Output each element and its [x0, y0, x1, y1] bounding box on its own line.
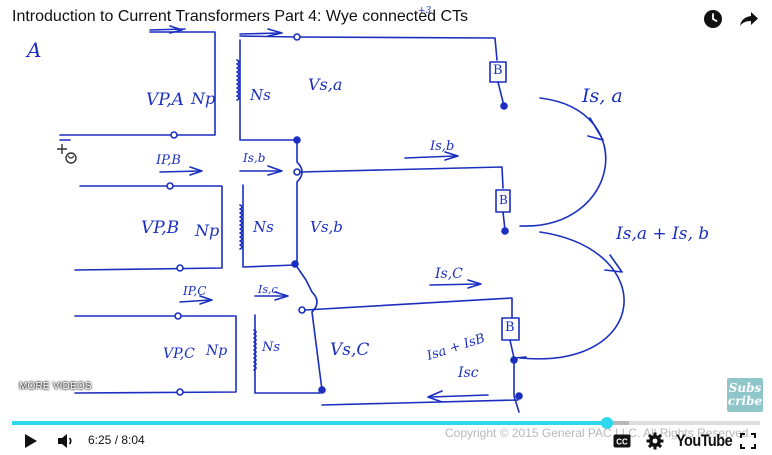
- cc-icon: CC: [613, 434, 631, 448]
- label-vpc: VP,C: [163, 346, 195, 362]
- ct-coil-b: [239, 204, 243, 250]
- label-isb: Is,b: [430, 139, 455, 154]
- ct-coil-a: [236, 59, 240, 101]
- label-np-b: Np: [195, 221, 220, 240]
- label-np-c: Np: [206, 343, 228, 359]
- label-ns-a: Ns: [250, 86, 271, 104]
- duration: 8:04: [121, 433, 145, 447]
- subscribe-line2: cribe: [727, 394, 763, 408]
- label-ta1: +3: [418, 6, 432, 16]
- scrubber-handle[interactable]: [600, 417, 613, 429]
- label-vpa: VP,A: [146, 90, 184, 110]
- label-isb-small: Is,b: [243, 151, 266, 165]
- video-title[interactable]: Introduction to Current Transformers Par…: [12, 8, 469, 25]
- label-vsb: Vs,b: [310, 218, 343, 236]
- gear-icon: [646, 432, 664, 450]
- label-isc-small: Is,c: [258, 283, 278, 296]
- subscribe-watermark[interactable]: Subs cribe: [727, 378, 763, 412]
- label-burden-b: B: [499, 193, 508, 207]
- current-time: 6:25: [88, 433, 112, 447]
- primary-winding-b: [74, 185, 223, 271]
- play-button[interactable]: [20, 428, 42, 454]
- volume-button[interactable]: [55, 428, 77, 454]
- label-phase-a: A: [27, 38, 42, 62]
- more-videos-button[interactable]: MORE VIDEOS: [19, 381, 92, 392]
- share-button[interactable]: [738, 8, 760, 30]
- return-arc-abc: [519, 231, 625, 360]
- label-vsc: Vs,C: [330, 340, 370, 360]
- clock-icon: [704, 10, 722, 28]
- played-bar: [12, 421, 607, 425]
- pan-cursor-icon: [57, 144, 77, 164]
- label-isa: Is, a: [582, 85, 623, 107]
- label-ipc: IP,C: [183, 284, 207, 298]
- primary-winding-a: [59, 31, 216, 136]
- top-actions: [702, 8, 760, 30]
- share-arrow-icon: [740, 12, 758, 26]
- label-burden-a: B: [493, 63, 503, 78]
- control-bar: CC: [0, 428, 772, 454]
- fullscreen-button[interactable]: [738, 428, 758, 454]
- label-np-a: Np: [191, 89, 216, 108]
- label-ipb: IP,B: [156, 153, 181, 168]
- time-display: 6:25 / 8:04: [88, 433, 145, 447]
- volume-icon: [58, 434, 72, 448]
- play-icon: [25, 434, 37, 448]
- label-vsa: Vs,a: [308, 75, 343, 94]
- watch-later-button[interactable]: [702, 8, 724, 30]
- label-vpb: VP,B: [141, 218, 180, 238]
- ct-coil-c: [253, 329, 257, 371]
- secondary-wire-b: [299, 166, 504, 189]
- label-burden-c: B: [505, 320, 515, 335]
- label-sum-abc-2: Isc: [458, 365, 479, 381]
- settings-button[interactable]: [645, 428, 665, 454]
- secondary-wire-a: [239, 35, 498, 61]
- secondary-wire-c: [304, 297, 513, 319]
- fullscreen-icon: [740, 433, 756, 449]
- label-sum-ab: Is,a + Is, b: [616, 224, 710, 244]
- subscribe-line1: Subs: [728, 381, 762, 395]
- label-ns-c: Ns: [262, 340, 281, 355]
- captions-button[interactable]: CC: [612, 428, 632, 454]
- svg-text:CC: CC: [616, 438, 628, 447]
- progress-bar[interactable]: [12, 417, 760, 429]
- return-arc-ab: [519, 97, 607, 227]
- primary-winding-c: [74, 315, 237, 394]
- copyright-text: Copyright © 2015 General PAC LLC. All Ri…: [445, 426, 752, 440]
- label-ns-b: Ns: [253, 218, 274, 236]
- label-isc: Is,C: [435, 266, 463, 282]
- youtube-logo[interactable]: YouTube: [676, 431, 733, 450]
